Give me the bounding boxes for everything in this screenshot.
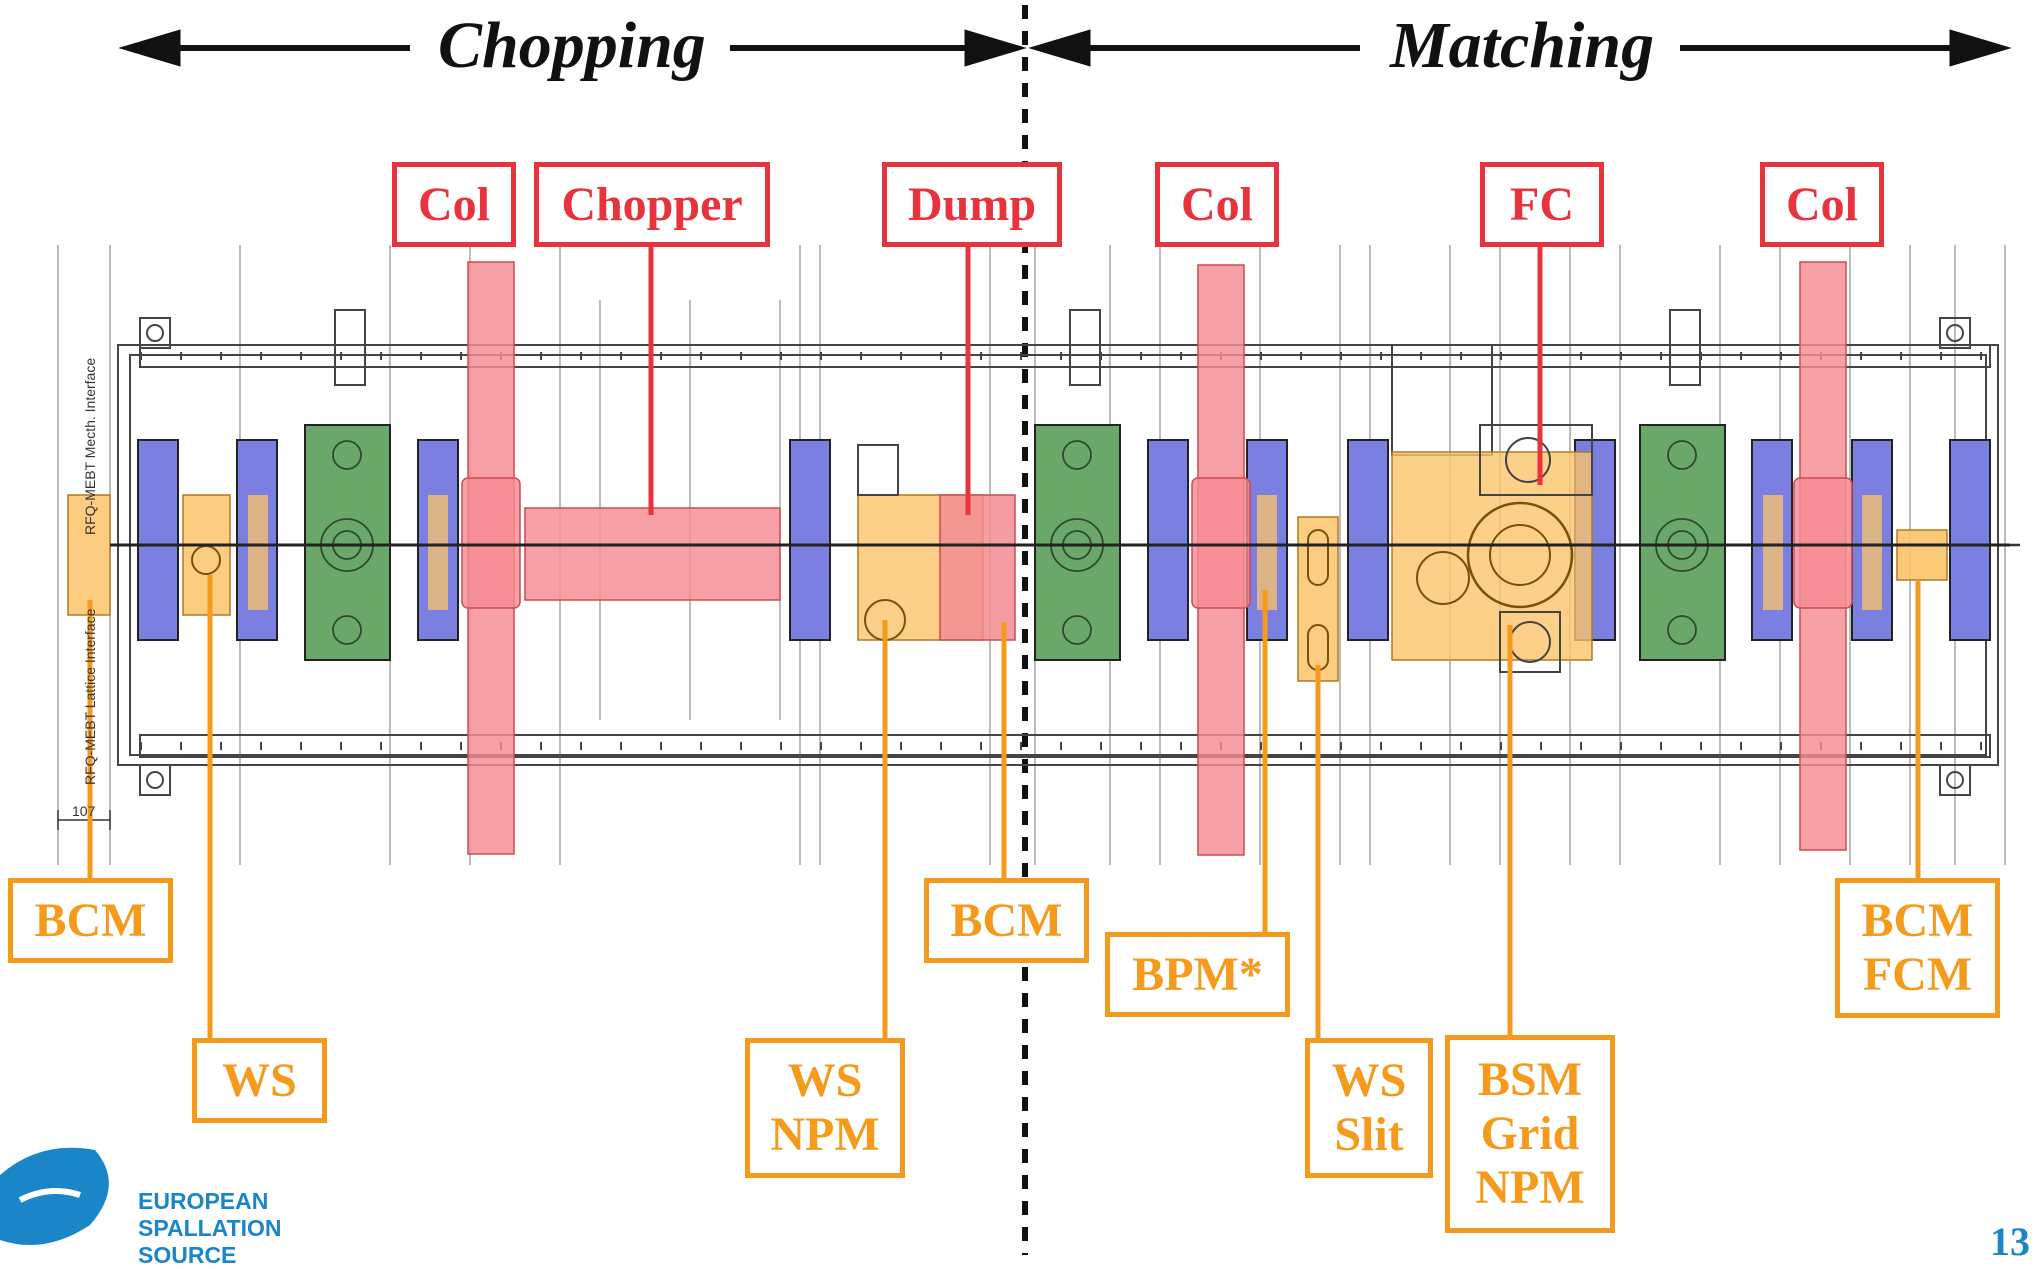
label-bcm-fcm-line-2: FCM xyxy=(1862,948,1973,1001)
mech-interface-text: RFQ-MEBT Mecth. Interface xyxy=(82,357,98,535)
label-ws-slit-line-1: WS xyxy=(1331,1054,1407,1108)
section-arrows xyxy=(118,29,2012,67)
ws-1-body xyxy=(182,494,231,616)
label-chopper: Chopper xyxy=(534,162,770,247)
bsm-flange-inner xyxy=(1489,524,1551,586)
label-bpm-line-1: BPM* xyxy=(1132,947,1263,1001)
chopper-body xyxy=(524,507,781,601)
label-bcm-2: BCM xyxy=(924,878,1089,963)
ess-logo-text: EUROPEAN SPALLATION SOURCE xyxy=(138,1188,282,1269)
leader-lines xyxy=(87,245,1921,1040)
label-bsm-grid-npm-line-2: Grid xyxy=(1480,1107,1580,1161)
label-bcm-1-line-1: BCM xyxy=(34,893,147,947)
label-bsm-grid-npm-line-3: NPM xyxy=(1475,1160,1585,1214)
bpm-strips xyxy=(248,495,1882,610)
label-col-2-line-1: Col xyxy=(1181,177,1253,231)
label-dump-line-1: Dump xyxy=(907,177,1037,231)
fc-port xyxy=(1505,437,1551,483)
label-bcm-2-line-1: BCM xyxy=(950,893,1063,947)
label-col-3-line-1: Col xyxy=(1786,177,1858,231)
collimators xyxy=(461,261,1853,856)
dimension-text: 107 xyxy=(72,803,96,819)
dump-body xyxy=(939,494,1016,641)
section-title-chopping: Chopping xyxy=(438,9,706,82)
ess-logo-icon xyxy=(0,1147,109,1245)
fc-body xyxy=(1479,424,1593,496)
fc-bsm-tank xyxy=(1391,451,1593,661)
ws-slit-upper xyxy=(1307,529,1329,586)
label-fc-line-1: FC xyxy=(1510,177,1574,231)
label-dump: Dump xyxy=(882,162,1062,247)
label-ws-npm-line-1: WS xyxy=(787,1054,863,1108)
label-ws-npm-line-2: NPM xyxy=(770,1108,880,1161)
label-col-2: Col xyxy=(1155,162,1279,247)
dimension-marker xyxy=(57,810,111,830)
grid-npm-body xyxy=(1499,611,1561,673)
bcm-fcm-body xyxy=(1896,529,1948,581)
logo-line-2: SPALLATION xyxy=(138,1215,282,1241)
bsm-flange xyxy=(1466,501,1574,609)
label-ws-1-line-1: WS xyxy=(222,1053,297,1107)
logo-line-1: EUROPEAN xyxy=(138,1188,269,1214)
label-chopper-line-1: Chopper xyxy=(561,177,743,231)
logo-line-3: SOURCE xyxy=(138,1242,237,1268)
quadrupoles xyxy=(137,439,1991,641)
section-title-matching: Matching xyxy=(1390,9,1655,82)
bsm-port xyxy=(1416,551,1470,605)
page-number: 13 xyxy=(1990,1219,2030,1264)
label-bcm-fcm-line-1: BCM xyxy=(1861,894,1974,948)
bunchers xyxy=(304,424,1726,661)
label-bcm-1: BCM xyxy=(8,878,173,963)
ws-slit-body xyxy=(1297,516,1339,682)
label-ws-slit-line-2: Slit xyxy=(1334,1108,1404,1161)
lattice-interface-text: RFQ-MEBT Lattice Interface xyxy=(82,608,98,785)
label-fc: FC xyxy=(1480,162,1604,247)
label-ws-1: WS xyxy=(192,1038,327,1123)
label-bpm: BPM* xyxy=(1105,932,1290,1017)
label-col-1: Col xyxy=(392,162,516,247)
label-col-3: Col xyxy=(1760,162,1884,247)
ws-npm-stem xyxy=(857,444,899,496)
label-bsm-grid-npm-line-1: BSM xyxy=(1477,1053,1582,1107)
label-col-1-line-1: Col xyxy=(418,177,490,231)
